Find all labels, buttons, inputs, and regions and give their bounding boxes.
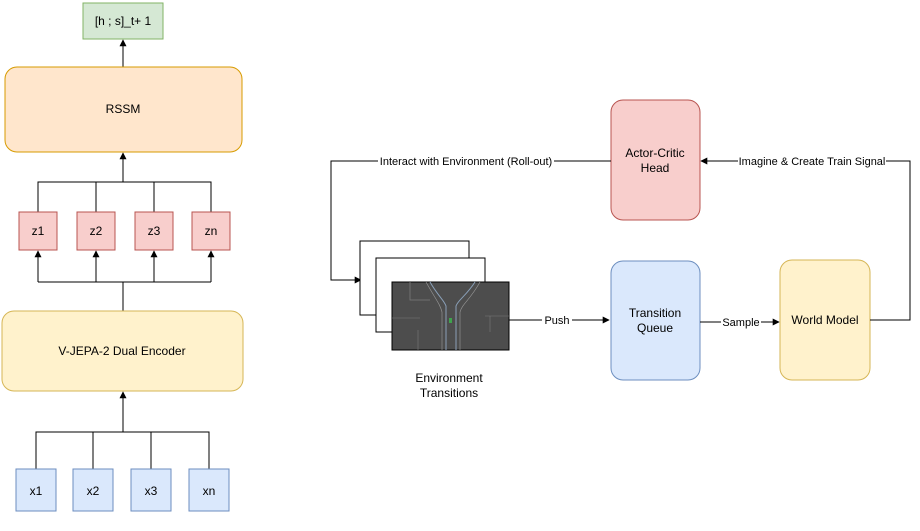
- interact-edge-label-bg: [378, 154, 554, 168]
- encoder-box: [1, 310, 244, 392]
- input-label: xn: [203, 484, 216, 498]
- latent-label: z1: [32, 224, 45, 238]
- inputs-bus: [35, 431, 210, 469]
- rssm-label: RSSM: [106, 102, 141, 116]
- env-frame-front: [391, 281, 510, 351]
- env-caption-line1: Environment: [415, 371, 483, 385]
- input-box-x1: [15, 468, 57, 512]
- environment-transitions-stack: Environment Transitions: [359, 240, 510, 400]
- input-label: x3: [145, 484, 158, 498]
- transition-queue-label-line2: Queue: [637, 321, 673, 335]
- input-box-x2: [72, 468, 114, 512]
- actor-critic-box: [610, 99, 701, 221]
- latent-label: z2: [90, 224, 103, 238]
- world-model-label: World Model: [791, 313, 858, 327]
- latent-boxes: z1 z2 z3 zn: [18, 211, 231, 251]
- latents-top-bus: [37, 181, 212, 212]
- latent-box-zn: [191, 211, 231, 251]
- input-label: x1: [30, 484, 43, 498]
- transition-queue-label-line1: Transition: [629, 306, 681, 320]
- sample-edge-label-bg: [721, 315, 761, 329]
- output-state-box: [82, 2, 164, 40]
- rssm-box: [4, 66, 243, 153]
- latent-box-z3: [134, 211, 174, 251]
- latent-label: zn: [205, 224, 218, 238]
- input-label: x2: [87, 484, 100, 498]
- push-edge-label: Push: [544, 315, 569, 327]
- output-state-label: [h ; s]_t+ 1: [95, 14, 152, 28]
- encoder-label: V-JEPA-2 Dual Encoder: [58, 344, 185, 358]
- imagine-edge-label: Imagine & Create Train Signal: [739, 156, 886, 168]
- interact-edge-label: Interact with Environment (Roll-out): [380, 156, 552, 168]
- input-box-x3: [130, 468, 172, 512]
- actor-critic-label-line2: Head: [641, 161, 670, 175]
- env-caption-line2: Transitions: [420, 386, 478, 400]
- latent-box-z2: [76, 211, 116, 251]
- push-edge-label-bg: [542, 313, 572, 327]
- transition-queue-box: [610, 260, 701, 381]
- sample-edge-label: Sample: [722, 317, 759, 329]
- actor-critic-label-line1: Actor-Critic: [625, 146, 684, 160]
- latent-box-z1: [18, 211, 58, 251]
- input-boxes: x1 x2 x3 xn: [15, 468, 230, 512]
- input-box-xn: [188, 468, 230, 512]
- latent-label: z3: [148, 224, 161, 238]
- imagine-edge-label-bg: [738, 154, 886, 168]
